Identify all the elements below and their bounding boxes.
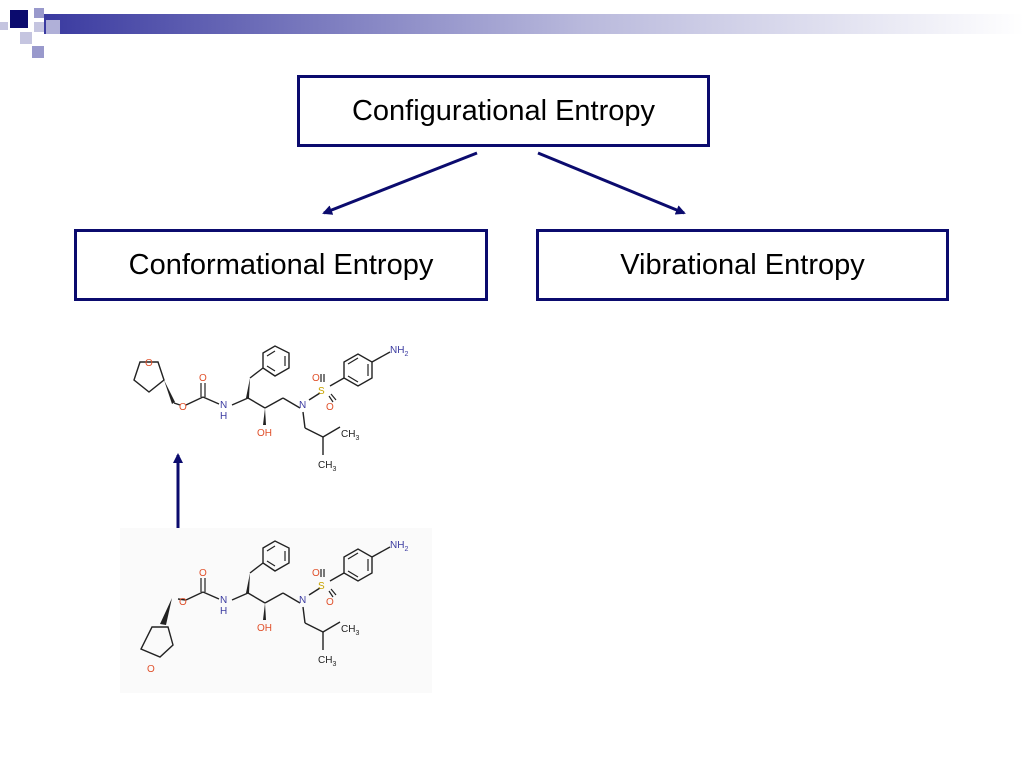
corner-square xyxy=(46,20,60,34)
sulfonyl-oxygen-bottom-label: O xyxy=(326,597,334,608)
header-gradient-bar xyxy=(44,14,1024,34)
amide-h-label: H xyxy=(220,606,227,617)
root-node-label: Configurational Entropy xyxy=(351,94,656,127)
arrow-to-vibrational xyxy=(537,151,686,215)
corner-square xyxy=(34,22,44,32)
sulfur-label: S xyxy=(318,581,325,592)
carbonyl-oxygen-label: O xyxy=(199,373,207,384)
nh2-label: NH2 xyxy=(390,345,408,358)
sulfur-label: S xyxy=(318,386,325,397)
amide-h-label: H xyxy=(220,411,227,422)
sulfonyl-oxygen-bottom-label: O xyxy=(326,402,334,413)
ch3-label: CH3 xyxy=(341,429,359,442)
ester-oxygen-label: O xyxy=(179,402,187,413)
root-node-box: Configurational Entropy xyxy=(297,75,710,147)
corner-square xyxy=(0,22,8,30)
vibrational-node-box: Vibrational Entropy xyxy=(536,229,949,301)
corner-square xyxy=(10,10,28,28)
carbonyl-oxygen-label: O xyxy=(199,568,207,579)
corner-square xyxy=(34,8,44,18)
vibrational-node-label: Vibrational Entropy xyxy=(620,248,865,281)
ch3-label: CH3 xyxy=(318,460,336,473)
molecule-structure-top: O O O N H OH N S O O NH2 CH3 CH3 xyxy=(133,345,408,473)
nh2-label: NH2 xyxy=(390,540,408,553)
ch3-label: CH3 xyxy=(318,655,336,668)
arrow-to-conformational xyxy=(322,151,478,215)
amide-n-label: N xyxy=(220,400,227,411)
amide-n-label: N xyxy=(220,595,227,606)
corner-decoration xyxy=(0,8,1024,58)
hydroxyl-label: OH xyxy=(257,428,272,439)
ch3-label: CH3 xyxy=(341,624,359,637)
sulfonyl-oxygen-top-label: O xyxy=(312,373,320,384)
molecule-structure-bottom: O O O N H OH N S O O NH2 CH3 CH3 xyxy=(120,528,432,693)
sulfonyl-oxygen-top-label: O xyxy=(312,568,320,579)
amine-n-label: N xyxy=(299,400,306,411)
ring-oxygen-label: O xyxy=(145,358,153,369)
conformational-node-box: Conformational Entropy xyxy=(74,229,488,301)
ring-oxygen-label: O xyxy=(147,664,155,675)
corner-square xyxy=(20,32,32,44)
hydroxyl-label: OH xyxy=(257,623,272,634)
conformational-node-label: Conformational Entropy xyxy=(128,248,434,281)
amine-n-label: N xyxy=(299,595,306,606)
corner-square xyxy=(32,46,44,58)
ester-oxygen-label: O xyxy=(179,597,187,608)
